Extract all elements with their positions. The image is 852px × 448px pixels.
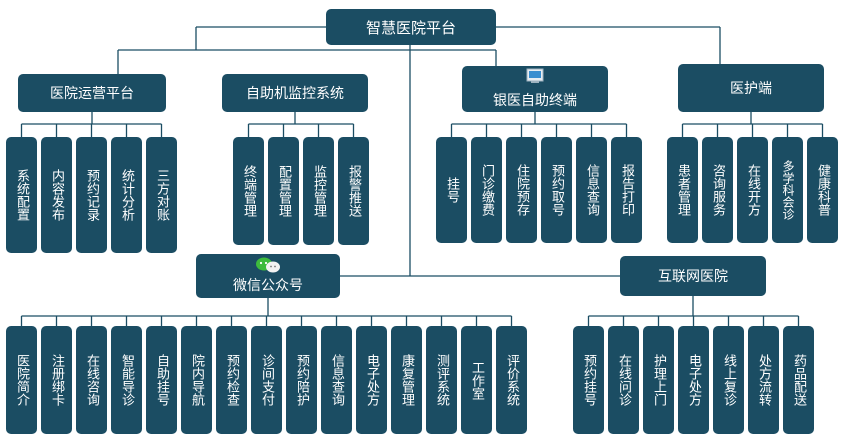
leaf-bank-kiosk-3: 住院预存 (506, 137, 537, 243)
leaf-bank-kiosk-1: 挂号 (436, 137, 467, 243)
leaf-ops-2: 内容发布 (41, 137, 72, 253)
leaf-wechat-4: 智能导诊 (111, 326, 142, 434)
leaf-internet-hospital-5: 线上复诊 (713, 326, 744, 434)
leaf-medical-2: 咨询服务 (702, 137, 733, 243)
category-internet-hospital-label: 互联网医院 (658, 269, 728, 285)
category-bank-kiosk-label: 银医自助终端 (493, 93, 577, 109)
leaf-wechat-3: 在线咨询 (76, 326, 107, 434)
leaf-internet-hospital-7: 药品配送 (783, 326, 814, 434)
leaf-internet-hospital-1: 预约挂号 (573, 326, 604, 434)
root-node: 智慧医院平台 (326, 9, 496, 45)
leaf-wechat-10: 信息查询 (321, 326, 352, 434)
leaf-wechat-2: 注册绑卡 (41, 326, 72, 434)
atm-icon (526, 68, 544, 83)
leaf-wechat-15: 评价系统 (496, 326, 527, 434)
leaf-wechat-9: 预约陪护 (286, 326, 317, 434)
leaf-bank-kiosk-5: 信息查询 (576, 137, 607, 243)
leaf-wechat-12: 康复管理 (391, 326, 422, 434)
leaf-wechat-14: 工作室 (461, 326, 492, 434)
leaf-medical-3: 在线开方 (737, 137, 768, 243)
category-medical-label: 医护端 (730, 81, 772, 97)
leaf-medical-5: 健康科普 (807, 137, 838, 243)
leaf-bank-kiosk-2: 门诊缴费 (471, 137, 502, 243)
category-ops: 医院运营平台 (18, 74, 166, 112)
category-medical: 医护端 (678, 64, 824, 112)
leaf-internet-hospital-4: 电子处方 (678, 326, 709, 434)
leaf-wechat-11: 电子处方 (356, 326, 387, 434)
leaf-kiosk-monitor-3: 监控管理 (303, 137, 334, 245)
leaf-bank-kiosk-4: 预约取号 (541, 137, 572, 243)
leaf-medical-1: 患者管理 (667, 137, 698, 243)
leaf-internet-hospital-2: 在线问诊 (608, 326, 639, 434)
category-internet-hospital: 互联网医院 (620, 256, 766, 296)
category-bank-kiosk: 银医自助终端 (462, 66, 608, 112)
leaf-medical-4: 多学科会诊 (772, 137, 803, 243)
leaf-wechat-8: 诊间支付 (251, 326, 282, 434)
category-wechat-label: 微信公众号 (233, 278, 303, 294)
leaf-kiosk-monitor-4: 报警推送 (338, 137, 369, 245)
leaf-ops-5: 三方对账 (146, 137, 177, 253)
leaf-wechat-5: 自助挂号 (146, 326, 177, 434)
category-kiosk-monitor: 自助机监控系统 (222, 74, 368, 112)
leaf-internet-hospital-6: 处方流转 (748, 326, 779, 434)
category-wechat: 微信公众号 (196, 254, 340, 298)
leaf-internet-hospital-3: 护理上门 (643, 326, 674, 434)
leaf-wechat-6: 院内导航 (181, 326, 212, 434)
leaf-ops-4: 统计分析 (111, 137, 142, 253)
leaf-kiosk-monitor-2: 配置管理 (268, 137, 299, 245)
category-kiosk-monitor-label: 自助机监控系统 (246, 86, 344, 102)
leaf-ops-3: 预约记录 (76, 137, 107, 253)
leaf-wechat-1: 医院简介 (6, 326, 37, 434)
leaf-kiosk-monitor-1: 终端管理 (233, 137, 264, 245)
category-ops-label: 医院运营平台 (50, 86, 134, 102)
wechat-icon (256, 257, 280, 273)
leaf-wechat-7: 预约检查 (216, 326, 247, 434)
leaf-wechat-13: 测评系统 (426, 326, 457, 434)
leaf-bank-kiosk-6: 报告打印 (611, 137, 642, 243)
leaf-ops-1: 系统配置 (6, 137, 37, 253)
